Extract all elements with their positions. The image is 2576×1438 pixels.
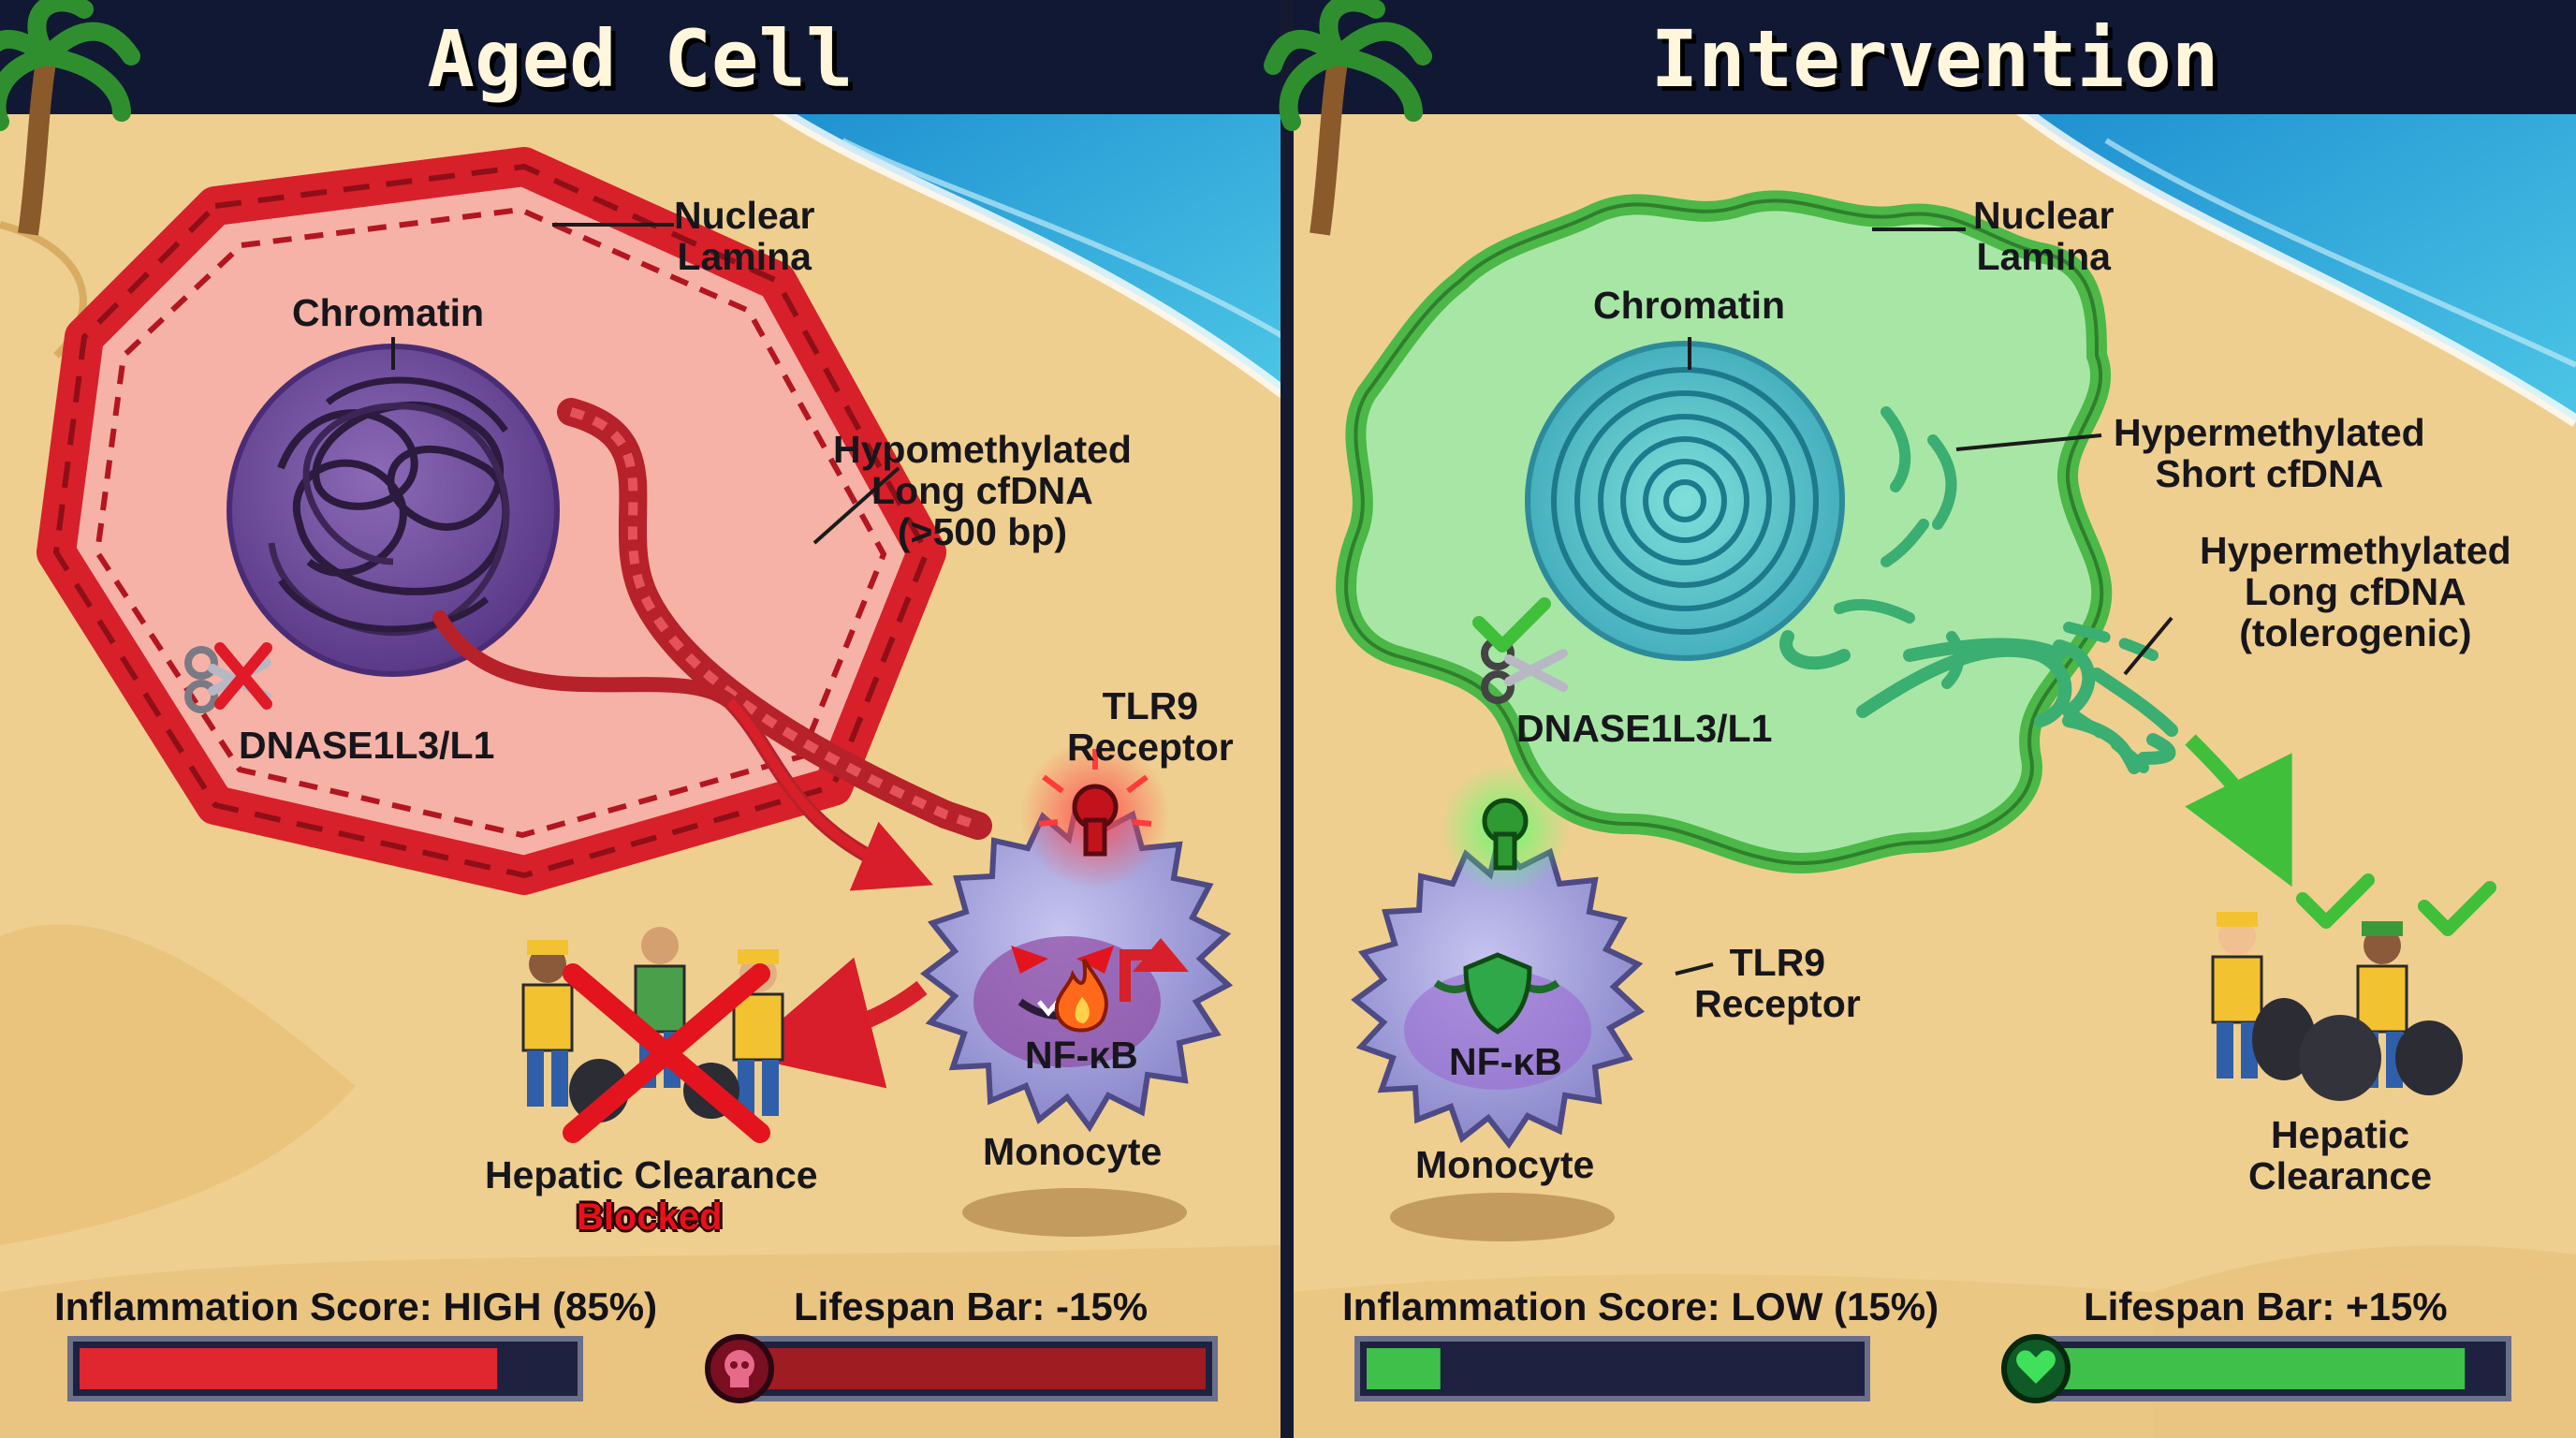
palm-tree-icon <box>1264 0 1432 236</box>
fire-icon <box>1054 958 1108 1033</box>
scissors-icon <box>1481 637 1568 704</box>
blocked-x-icon <box>563 963 770 1143</box>
long-cfdna-strand <box>2063 622 2159 773</box>
aged-chromatin <box>227 344 560 677</box>
clearance-arrow <box>2185 734 2292 888</box>
up-arrow-icon <box>1120 938 1189 1002</box>
worker-icon <box>2211 912 2263 1078</box>
check-icon <box>2296 873 2375 929</box>
right-header-bar <box>1294 0 2576 114</box>
signal-arrow <box>739 957 928 1089</box>
check-icon <box>1472 597 1551 653</box>
left-header-bar <box>0 0 1281 114</box>
shield-icon <box>1463 952 1532 1034</box>
monocyte-shadow <box>962 1188 1187 1237</box>
heart-icon <box>2001 1334 2071 1403</box>
left-lifespan-bar <box>746 1336 1218 1401</box>
left-inflammation-bar <box>67 1336 583 1401</box>
tlr9-receptor-icon <box>1020 740 1170 889</box>
monocyte-shadow <box>1390 1193 1615 1241</box>
right-inflammation-bar <box>1354 1336 1870 1401</box>
long-cfdna-strand <box>432 398 992 891</box>
blocked-x-icon <box>214 642 272 710</box>
right-lifespan-bar <box>2028 1336 2511 1401</box>
trash-bag-icon <box>2252 998 2463 1101</box>
worker-icon <box>521 940 574 1107</box>
palm-tree-icon <box>0 0 140 236</box>
healthy-chromatin <box>1525 341 1845 661</box>
skull-icon <box>705 1334 774 1403</box>
check-icon <box>2418 881 2496 936</box>
leader-lines <box>391 223 2174 976</box>
tlr9-receptor-icon <box>1440 763 1571 894</box>
panel-divider <box>1281 0 1294 1438</box>
